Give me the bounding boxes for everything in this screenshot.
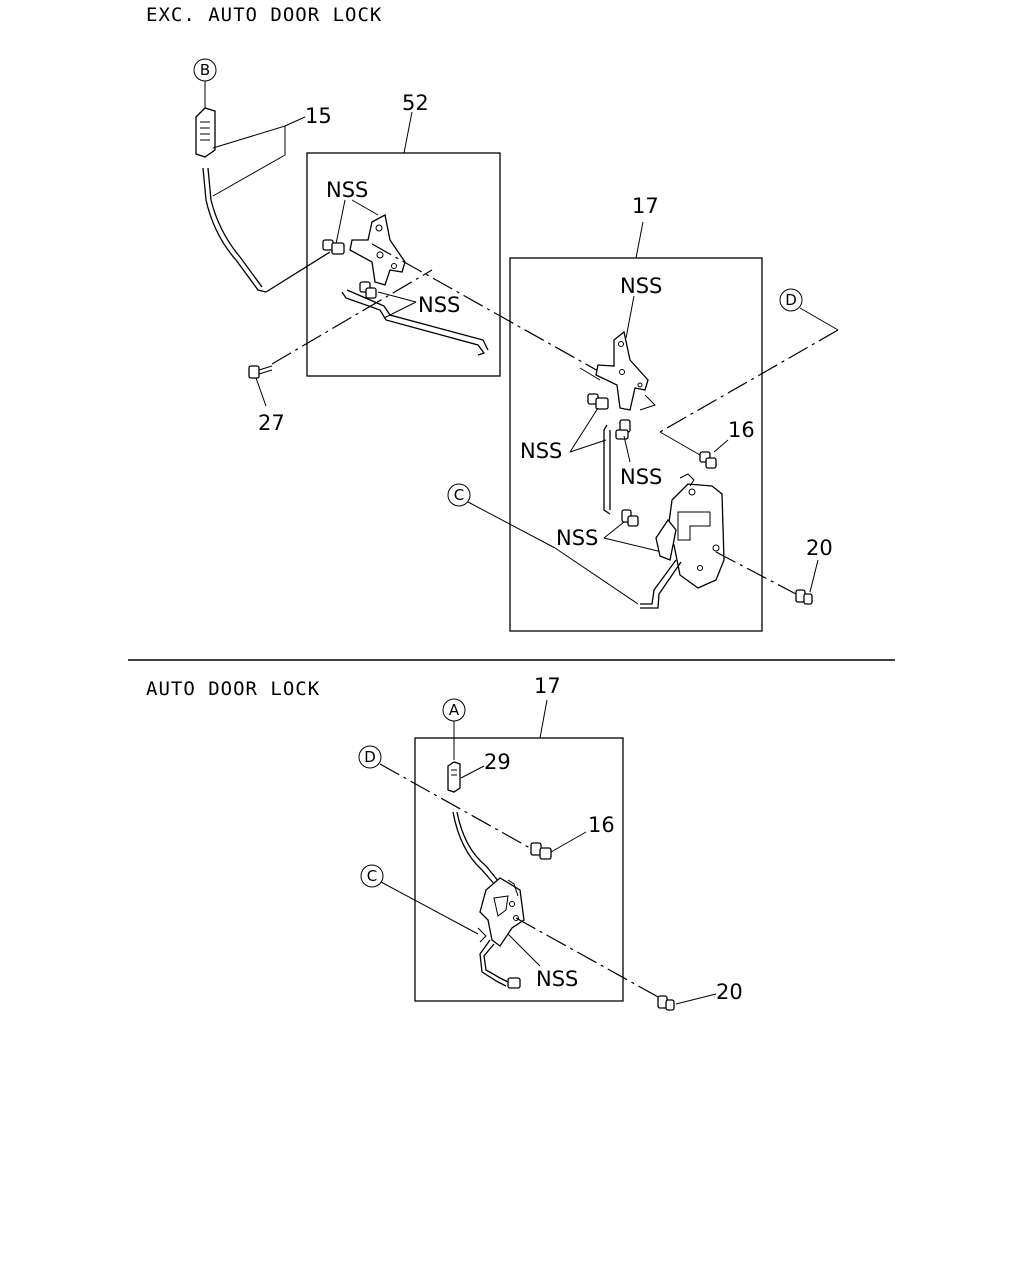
clip-1 <box>322 239 345 255</box>
lock-knob-29 <box>447 761 461 793</box>
svg-text:D: D <box>785 291 797 309</box>
callout-nss-2: NSS <box>418 293 460 317</box>
clip-16-top <box>699 451 717 469</box>
ref-circle-a: A <box>442 698 466 722</box>
callout-nss-3: NSS <box>620 274 662 298</box>
ref-circle-d-bottom: D <box>358 745 382 769</box>
lock-cable <box>452 811 497 887</box>
section-title-auto-door-lock: AUTO DOOR LOCK <box>146 678 320 700</box>
callout-16-bottom: 16 <box>588 813 615 837</box>
clip-3 <box>587 393 609 410</box>
assembly-box-52 <box>306 152 501 377</box>
outside-lock-rod <box>640 559 677 605</box>
ref-circle-c-bottom: C <box>360 864 384 888</box>
ref-circle-b: B <box>193 58 217 82</box>
knob-rod <box>202 167 267 293</box>
inside-lever-plate <box>349 214 406 286</box>
svg-text:A: A <box>449 701 460 719</box>
bolt-20-top <box>795 589 813 605</box>
ref-circle-d-top: D <box>779 288 803 312</box>
callout-20-top: 20 <box>806 536 833 560</box>
inside-lock-rod <box>341 291 486 356</box>
callout-16-top: 16 <box>728 418 755 442</box>
svg-text:D: D <box>364 748 376 766</box>
callout-nss-1: NSS <box>326 178 368 202</box>
ref-circle-c-top: C <box>447 483 471 507</box>
callout-15: 15 <box>305 104 332 128</box>
wire-connector <box>507 977 521 989</box>
door-lock-assembly-bottom <box>479 877 525 947</box>
callout-nss-bottom: NSS <box>536 967 578 991</box>
callout-nss-4: NSS <box>520 439 562 463</box>
callout-17-top: 17 <box>632 194 659 218</box>
clip-4 <box>615 419 631 440</box>
callout-27: 27 <box>258 411 285 435</box>
callout-52: 52 <box>402 91 429 115</box>
section-title-exc-auto-door-lock: EXC. AUTO DOOR LOCK <box>146 4 382 26</box>
callout-20-bottom: 20 <box>716 980 743 1004</box>
assembly-box-17-bottom <box>414 737 624 1002</box>
vertical-lock-rod <box>603 424 611 515</box>
svg-text:B: B <box>200 61 210 79</box>
callout-17-bottom: 17 <box>534 674 561 698</box>
svg-text:C: C <box>367 867 377 885</box>
clip-5 <box>621 509 639 527</box>
lock-knob <box>195 107 216 158</box>
callout-29: 29 <box>484 750 511 774</box>
clip-16-bottom <box>530 842 552 860</box>
outside-lever-bracket <box>595 330 649 411</box>
bolt-20-bottom <box>657 995 675 1011</box>
callout-nss-5: NSS <box>620 465 662 489</box>
svg-text:C: C <box>454 486 464 504</box>
callout-nss-6: NSS <box>556 526 598 550</box>
screw-27 <box>248 365 273 379</box>
clip-2 <box>359 281 377 299</box>
